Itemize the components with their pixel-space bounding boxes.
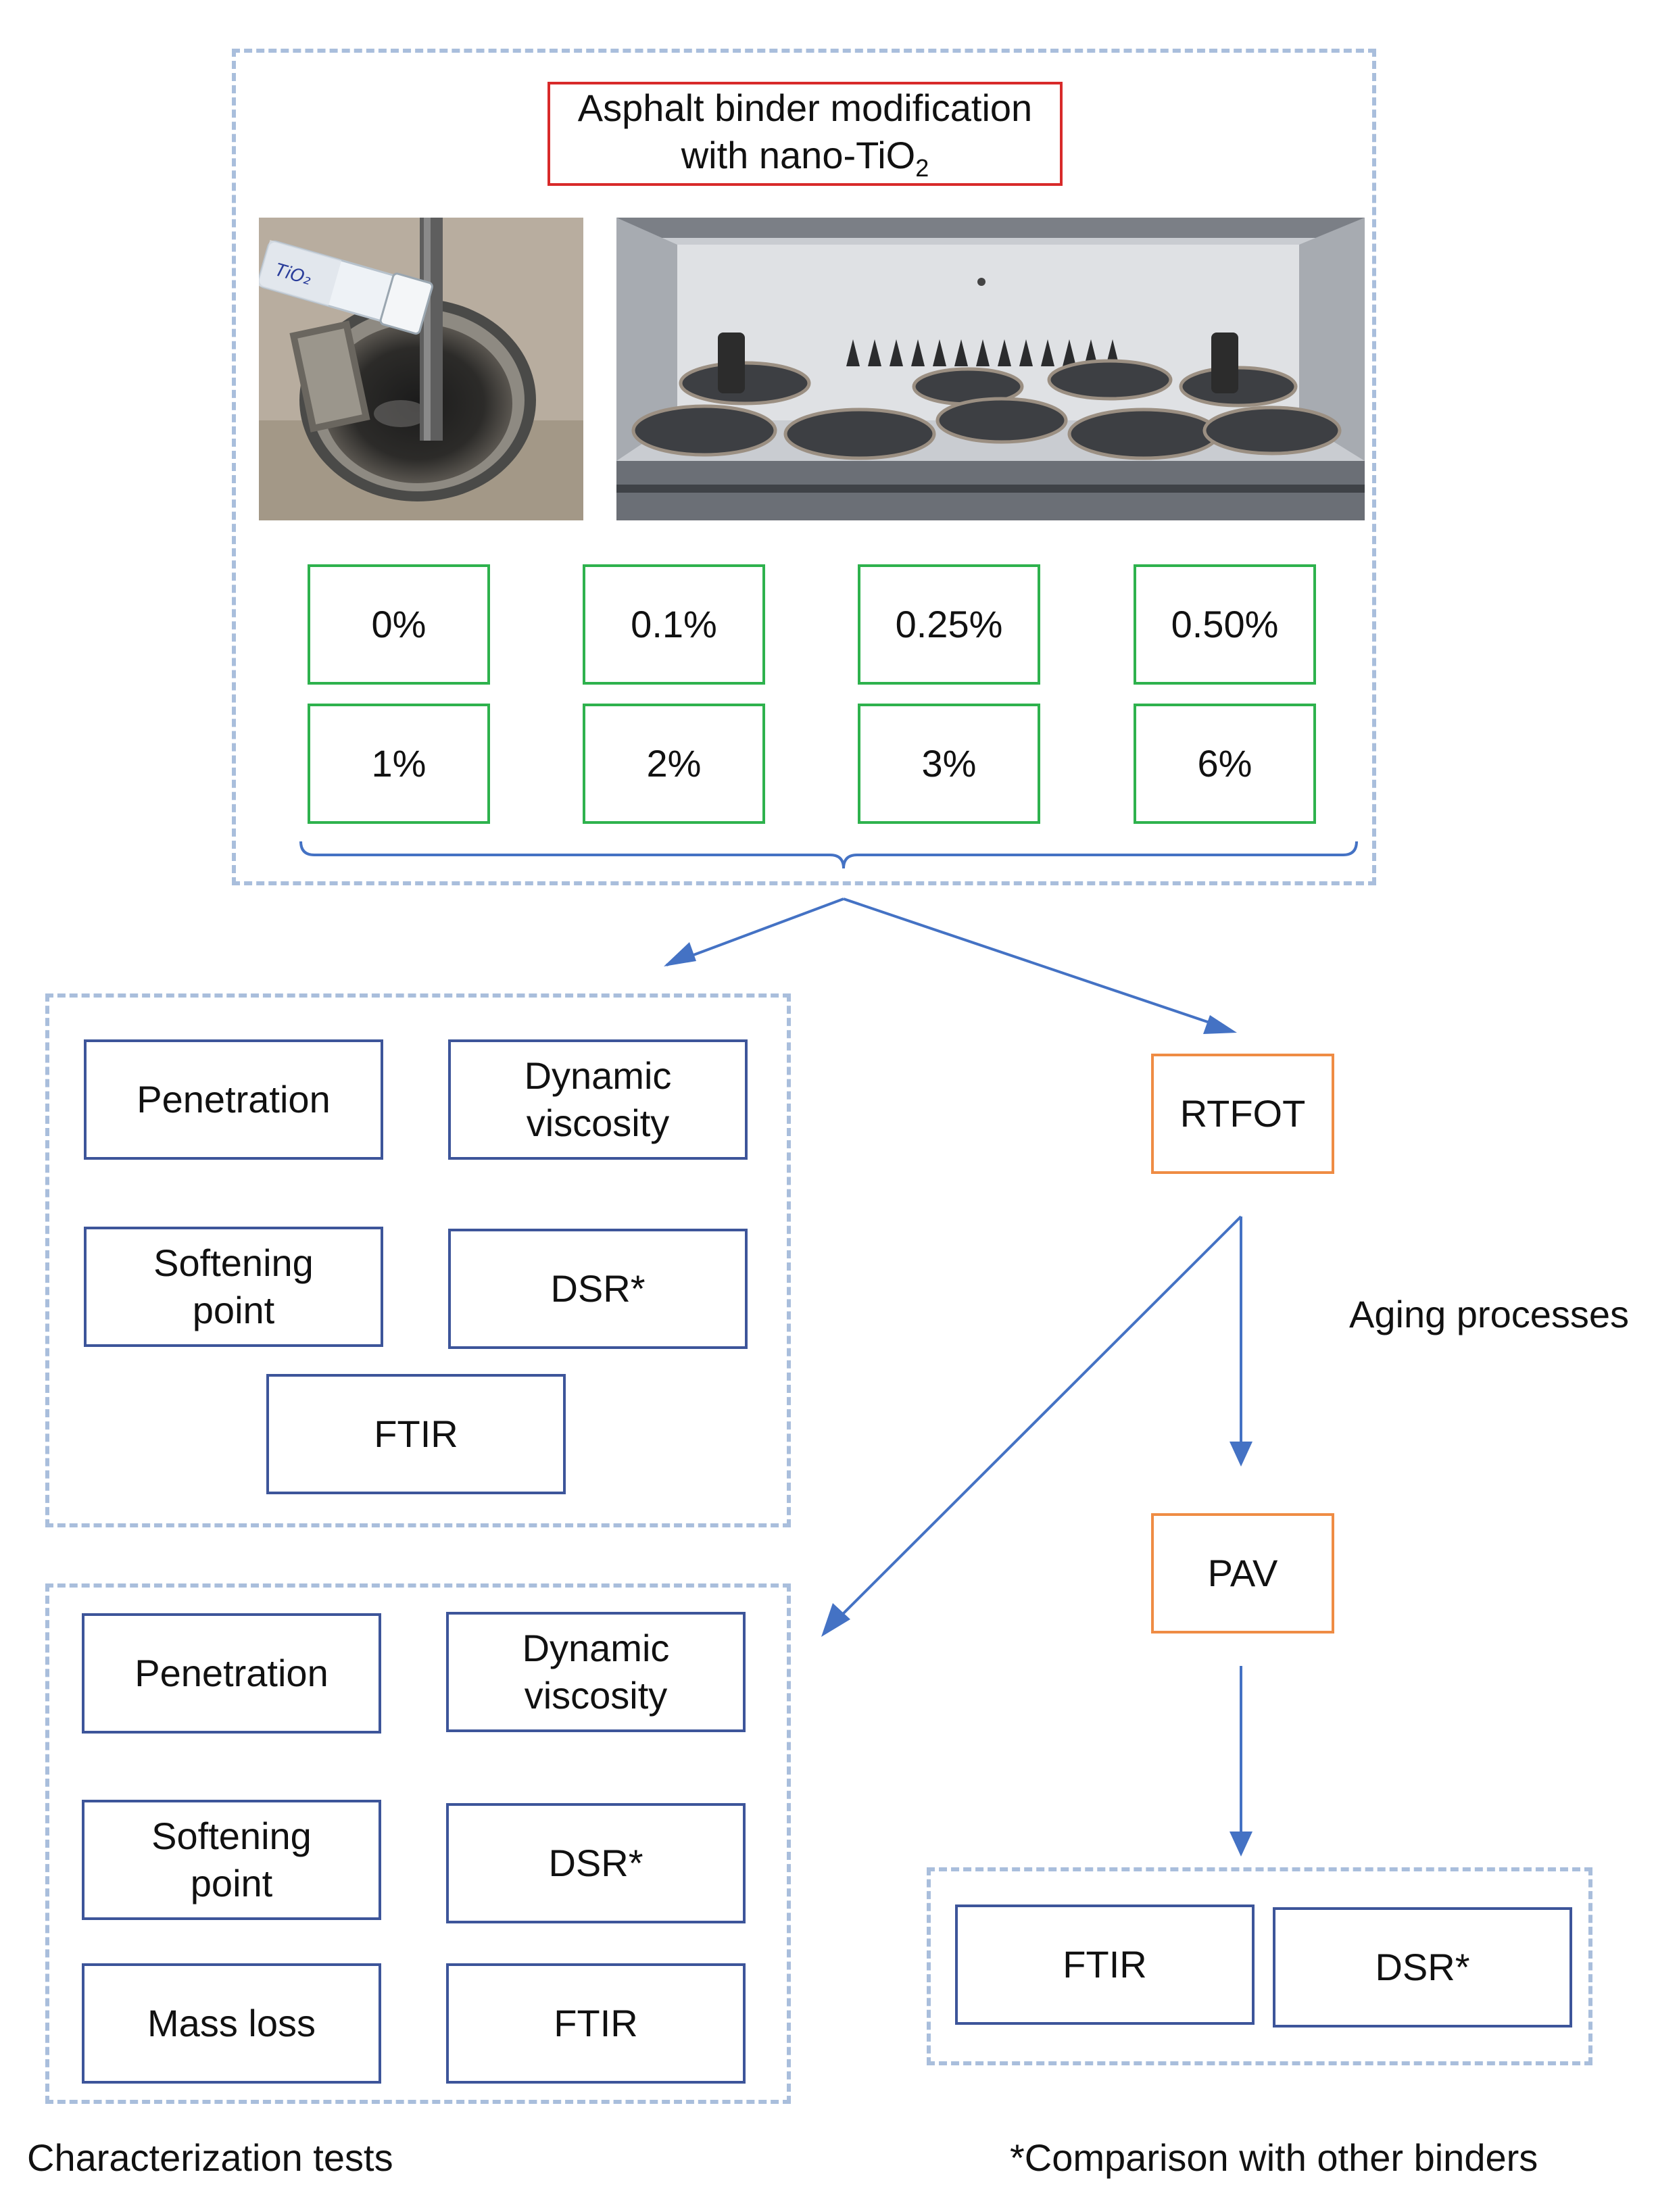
unaged-ftir-box: FTIR (266, 1374, 566, 1494)
modification-title-line1: Asphalt binder modification (577, 86, 1033, 129)
modification-panel (232, 49, 1376, 885)
aged-softening-point-box: Softening point (82, 1800, 381, 1920)
unaged-dsr-box: DSR* (448, 1229, 748, 1349)
aged-dynamic-viscosity-box: Dynamic viscosity (446, 1612, 746, 1732)
pav-ftir-box: FTIR (955, 1904, 1255, 2025)
aged-dsr-box: DSR* (446, 1803, 746, 1923)
arrow-rtfot-to-aged-tests (827, 1215, 1242, 1630)
concentration-0-25: 0.25% (858, 564, 1040, 685)
arrow-to-unaged-tests (666, 898, 844, 966)
arrow-pav-to-tests-head (1230, 1832, 1252, 1857)
unaged-softening-point-box: Softening point (84, 1227, 383, 1347)
unaged-penetration-box: Penetration (84, 1039, 383, 1160)
oven-photo (616, 218, 1365, 520)
concentration-0-1: 0.1% (583, 564, 765, 685)
comparison-footnote: *Comparison with other binders (1010, 2136, 1538, 2179)
arrow-rtfot-to-pav-head (1230, 1442, 1252, 1467)
unaged-dynamic-viscosity-box: Dynamic viscosity (448, 1039, 748, 1160)
pav-dsr-box: DSR* (1273, 1907, 1572, 2027)
mixer-illustration: TiO₂ (259, 218, 583, 520)
arrow-to-rtfot (843, 898, 1224, 1029)
concentration-2: 2% (583, 704, 765, 824)
characterization-tests-label: Characterization tests (27, 2136, 393, 2179)
modification-title-line2: with nano-TiO2 (681, 133, 929, 182)
concentration-3: 3% (858, 704, 1040, 824)
arrow-rtfot-to-aged-tests-head (821, 1603, 850, 1637)
aged-tests-panel (45, 1583, 791, 2104)
concentration-bracket (299, 841, 1358, 869)
unaged-tests-panel (45, 993, 791, 1527)
rtfot-box: RTFOT (1151, 1054, 1334, 1174)
oven-illustration (616, 218, 1365, 520)
aging-processes-label: Aging processes (1349, 1293, 1630, 1335)
concentration-6: 6% (1134, 704, 1316, 824)
aged-mass-loss-box: Mass loss (82, 1963, 381, 2084)
mixer-photo: TiO₂ (259, 218, 583, 520)
arrow-to-rtfot-head (1203, 1015, 1237, 1034)
pav-box: PAV (1151, 1513, 1334, 1633)
aged-ftir-box: FTIR (446, 1963, 746, 2084)
concentration-0-50: 0.50% (1134, 564, 1316, 685)
aged-penetration-box: Penetration (82, 1613, 381, 1734)
concentration-0: 0% (308, 564, 490, 685)
concentration-1: 1% (308, 704, 490, 824)
modification-title-box: Asphalt binder modification with nano-Ti… (548, 82, 1063, 186)
pav-tests-panel (927, 1867, 1592, 2065)
arrow-to-unaged-tests-head (664, 942, 696, 966)
